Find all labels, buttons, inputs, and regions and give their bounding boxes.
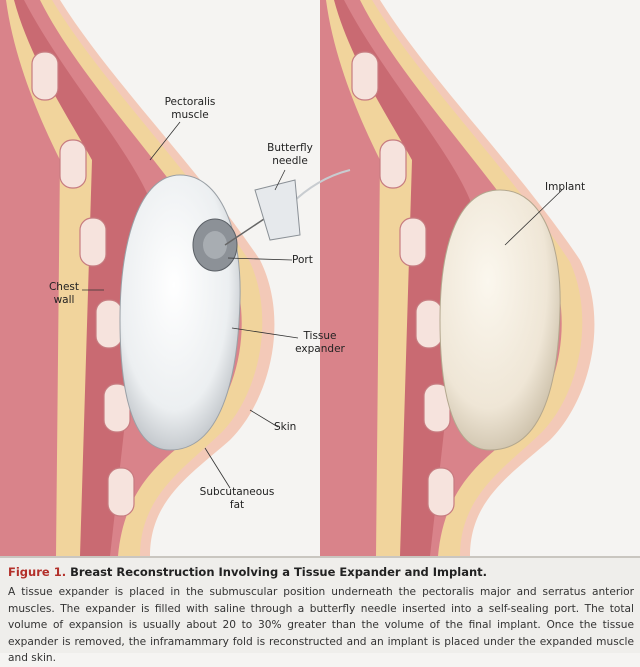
implant-shape [439,189,561,451]
caption-title-text: Breast Reconstruction Involving a Tissue… [70,565,488,579]
label-implant: Implant [545,181,586,193]
figure-label: Figure 1. [8,565,67,579]
caption-title: Figure 1. Breast Reconstruction Involvin… [8,565,487,579]
label-port: Port [292,254,313,266]
figure-caption: Figure 1. Breast Reconstruction Involvin… [0,556,640,664]
label-pectoralis-muscle: Pectoralis muscle [164,96,216,121]
label-chest-wall: Chest wall [48,281,80,306]
label-skin: Skin [274,421,297,433]
label-tissue-expander: Tissue expander [295,330,345,355]
illustration [0,0,596,556]
caption-body: A tissue expander is placed in the submu… [8,586,634,664]
butterfly-needle-shape [254,179,301,241]
label-subcutaneous-fat: Subcutaneous fat [199,486,275,511]
label-butterfly-needle: Butterfly needle [267,142,313,167]
